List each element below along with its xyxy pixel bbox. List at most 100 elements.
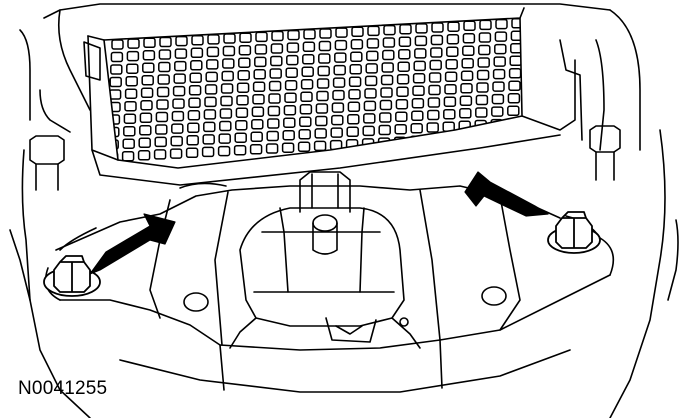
left-mount-bolt <box>43 255 101 297</box>
grille-slot <box>347 101 361 113</box>
grille-slot <box>414 35 428 47</box>
grille-slot <box>461 58 474 69</box>
grille-slot <box>367 25 380 37</box>
grille-slot <box>172 85 186 97</box>
upper-right-stud <box>589 125 621 181</box>
grille-slot <box>121 150 135 162</box>
grille-slot <box>187 110 201 121</box>
grille-slot <box>206 59 219 70</box>
grille-slot <box>187 122 200 134</box>
grille-slot <box>446 33 460 45</box>
grille-slot <box>218 133 231 144</box>
grille-slot <box>350 51 363 63</box>
grille-slot <box>379 99 393 111</box>
grille-slot <box>348 76 362 88</box>
grille-slot <box>444 83 457 95</box>
grille-slot <box>443 108 456 120</box>
grille-slot <box>271 30 284 42</box>
grille-slot <box>428 84 441 96</box>
grille-slot <box>445 58 458 70</box>
grille-slot <box>475 94 489 106</box>
grille-slot <box>507 105 520 117</box>
grille-slot <box>223 33 236 44</box>
grille-slot <box>382 49 395 61</box>
grille-slot <box>201 146 215 158</box>
grille-slot <box>237 69 250 81</box>
mount-body <box>229 171 421 349</box>
grille-slot <box>362 125 375 137</box>
grille-slot <box>315 103 329 114</box>
grille-slot <box>478 32 492 43</box>
grille-slot <box>174 48 188 59</box>
grille-slot <box>111 39 124 50</box>
grille-slot <box>298 129 311 140</box>
grille-slot <box>427 97 441 108</box>
left-arrow-icon <box>89 213 176 275</box>
grille-slot <box>126 63 139 74</box>
grille-slot <box>174 60 187 72</box>
grille-slot <box>493 56 506 67</box>
grille-slot <box>479 19 492 31</box>
grille-slot <box>331 102 345 113</box>
grille-slot <box>204 84 218 95</box>
right-mount-bolt <box>547 211 601 254</box>
grille-slot <box>412 85 425 97</box>
grille-slot <box>459 95 473 107</box>
grille-slot <box>286 42 300 53</box>
grille-slot <box>299 104 313 115</box>
grille-slot <box>140 100 153 111</box>
grille-slot <box>124 88 138 99</box>
grille-slot <box>156 86 170 98</box>
grille-slot <box>444 71 458 82</box>
grille-slot <box>333 64 346 76</box>
grille-slot <box>299 116 312 128</box>
grille-slot <box>332 89 345 101</box>
grille-slot <box>457 133 471 144</box>
grille-slot <box>186 135 199 146</box>
grille-slot <box>140 87 154 99</box>
grille-slot <box>363 100 377 112</box>
grille-slot <box>283 117 296 128</box>
grille-slot <box>153 149 167 160</box>
grille-slot <box>302 41 316 53</box>
grille-slot <box>511 18 522 29</box>
grille-slot <box>492 81 505 92</box>
grille-slot <box>334 39 348 51</box>
grille-slot <box>124 100 137 112</box>
grille-slot <box>363 113 376 124</box>
grille-slot <box>396 86 409 97</box>
grille-slot <box>459 108 472 119</box>
grille-slot <box>509 55 522 67</box>
grille-slot <box>348 89 361 100</box>
grille-slot <box>110 51 124 63</box>
grille-slot <box>189 72 202 84</box>
grille-slot <box>219 120 232 132</box>
grille-slot <box>313 140 327 152</box>
grille-slot <box>138 137 151 149</box>
grille-slot <box>222 45 236 57</box>
grille-slot <box>491 106 504 117</box>
grille-slot <box>266 130 279 142</box>
grille-slot <box>381 62 394 73</box>
grille-slot <box>447 21 460 32</box>
grille-slot <box>205 71 218 83</box>
grille-slot <box>142 62 155 74</box>
grille-slot <box>158 61 171 73</box>
grille-slot <box>378 124 391 136</box>
grille-slot <box>414 48 427 59</box>
grille-slot <box>235 107 249 118</box>
grille-slot <box>379 112 392 123</box>
grille-slot <box>297 141 311 153</box>
grille-slot <box>410 123 423 134</box>
grille-slot <box>251 119 264 130</box>
grille-slot <box>494 43 507 55</box>
grille-slot <box>235 119 248 131</box>
grille-slot <box>269 68 282 79</box>
grille-slot <box>380 74 394 86</box>
grille-slot <box>190 47 204 59</box>
grille-slot <box>170 135 183 147</box>
grille-slot <box>364 75 378 87</box>
grille-slot <box>335 27 348 38</box>
grille-slot <box>155 124 168 135</box>
grille-slot <box>411 110 424 122</box>
